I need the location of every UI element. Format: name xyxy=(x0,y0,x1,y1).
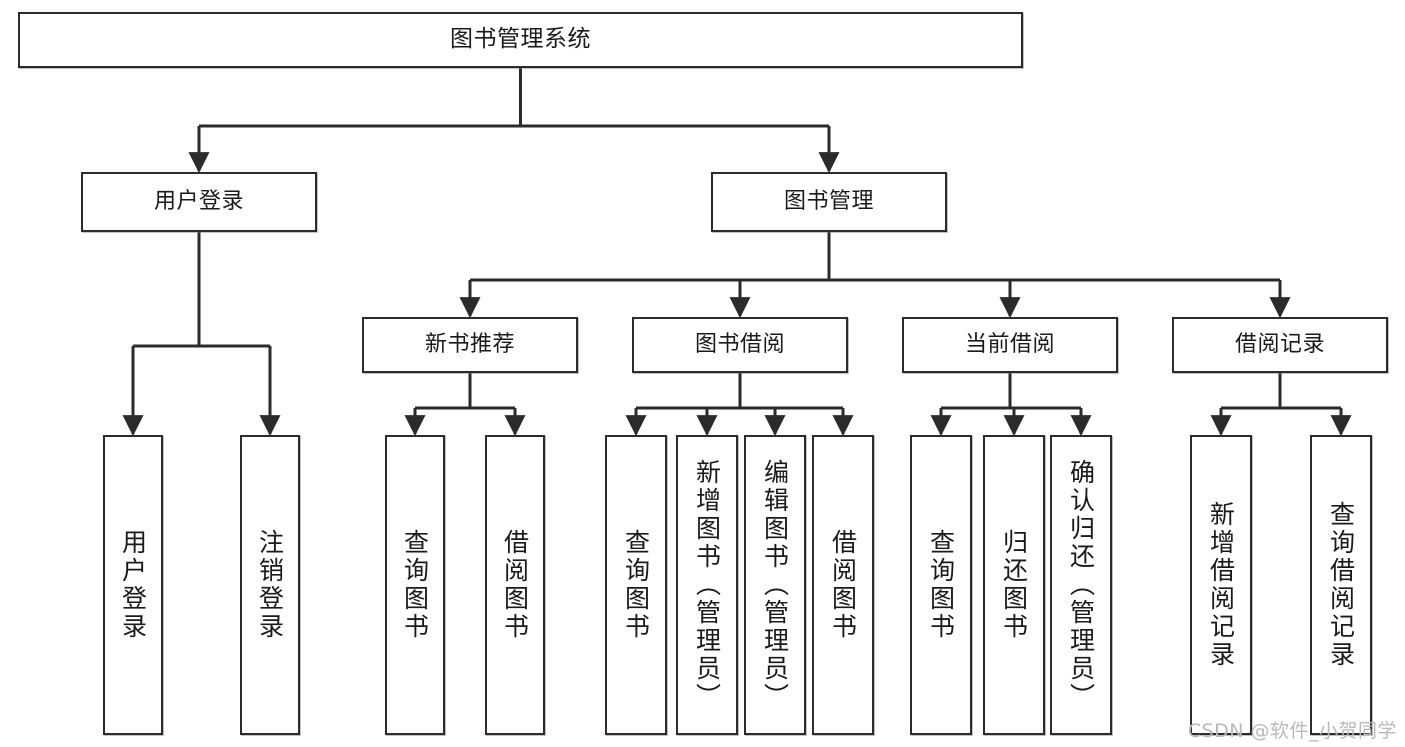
node-leaf-user-logout[interactable]: 注销登录 xyxy=(240,435,300,735)
node-leaf-edit-book[interactable]: 编辑图书（管理员） xyxy=(744,435,806,735)
node-leaf-query-record[interactable]: 查询借阅记录 xyxy=(1310,435,1372,735)
node-label-leaf-return-book: 归还图书 xyxy=(999,529,1029,641)
node-leaf-query-book-1[interactable]: 查询图书 xyxy=(385,435,445,735)
node-new-book-rec[interactable]: 新书推荐 xyxy=(362,317,578,373)
node-leaf-query-book-2[interactable]: 查询图书 xyxy=(605,435,667,735)
node-book-borrow[interactable]: 图书借阅 xyxy=(632,317,848,373)
node-label-user-login: 用户登录 xyxy=(153,189,244,215)
node-user-login[interactable]: 用户登录 xyxy=(81,172,317,232)
node-leaf-add-record[interactable]: 新增借阅记录 xyxy=(1190,435,1252,735)
node-label-leaf-edit-book: 编辑图书（管理员） xyxy=(760,459,790,711)
node-label-leaf-query-record: 查询借阅记录 xyxy=(1326,501,1356,669)
connector-lines xyxy=(122,68,1352,437)
node-borrow-record[interactable]: 借阅记录 xyxy=(1172,317,1388,373)
node-label-leaf-query-book-3: 查询图书 xyxy=(926,529,956,641)
node-label-book-borrow: 图书借阅 xyxy=(694,332,785,358)
node-leaf-user-login[interactable]: 用户登录 xyxy=(103,435,163,735)
node-leaf-add-book[interactable]: 新增图书（管理员） xyxy=(676,435,738,735)
node-book-manage[interactable]: 图书管理 xyxy=(711,172,947,232)
node-label-new-book-rec: 新书推荐 xyxy=(424,332,515,358)
node-label-borrow-record: 借阅记录 xyxy=(1234,332,1325,358)
node-leaf-borrow-book-1[interactable]: 借阅图书 xyxy=(485,435,545,735)
node-label-leaf-user-logout: 注销登录 xyxy=(255,529,285,641)
node-current-borrow[interactable]: 当前借阅 xyxy=(902,317,1118,373)
node-label-leaf-borrow-book-2: 借阅图书 xyxy=(828,529,858,641)
node-label-leaf-query-book-1: 查询图书 xyxy=(400,529,430,641)
node-label-root: 图书管理系统 xyxy=(450,26,591,53)
node-label-leaf-user-login: 用户登录 xyxy=(118,529,148,641)
node-leaf-confirm-return[interactable]: 确认归还（管理员） xyxy=(1050,435,1112,735)
node-label-leaf-query-book-2: 查询图书 xyxy=(621,529,651,641)
node-leaf-return-book[interactable]: 归还图书 xyxy=(983,435,1045,735)
node-label-leaf-add-book: 新增图书（管理员） xyxy=(692,459,722,711)
node-label-current-borrow: 当前借阅 xyxy=(964,332,1055,358)
node-label-book-manage: 图书管理 xyxy=(783,189,874,215)
watermark: CSDN @软件_小贺同学 xyxy=(1187,720,1397,742)
node-leaf-borrow-book-2[interactable]: 借阅图书 xyxy=(812,435,874,735)
node-leaf-query-book-3[interactable]: 查询图书 xyxy=(910,435,972,735)
node-label-leaf-add-record: 新增借阅记录 xyxy=(1206,501,1236,669)
node-root[interactable]: 图书管理系统 xyxy=(18,12,1023,68)
node-label-leaf-borrow-book-1: 借阅图书 xyxy=(500,529,530,641)
node-label-leaf-confirm-return: 确认归还（管理员） xyxy=(1066,459,1096,711)
